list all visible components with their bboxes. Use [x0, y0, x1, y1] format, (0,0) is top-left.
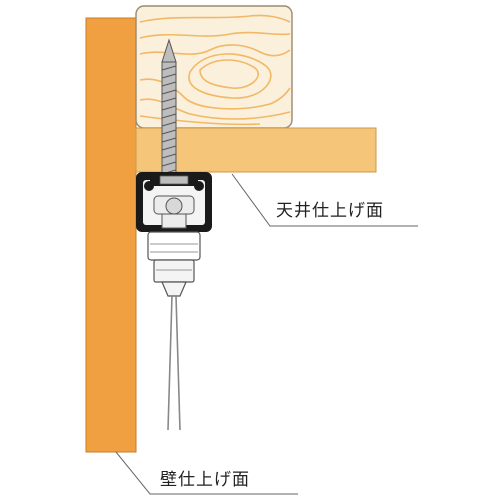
wall-finish-label: 壁仕上げ面	[160, 470, 250, 490]
wood-screw-icon	[161, 38, 177, 185]
wall-leader-line	[115, 451, 298, 495]
wood-joist	[135, 5, 293, 129]
hanging-wire	[167, 295, 181, 431]
ceiling-leader-line	[231, 173, 418, 227]
wire-hook-icon	[147, 231, 201, 297]
ceiling-finish-label: 天井仕上げ面	[276, 201, 384, 221]
rail-runner	[153, 195, 195, 229]
wall-board	[85, 17, 137, 453]
